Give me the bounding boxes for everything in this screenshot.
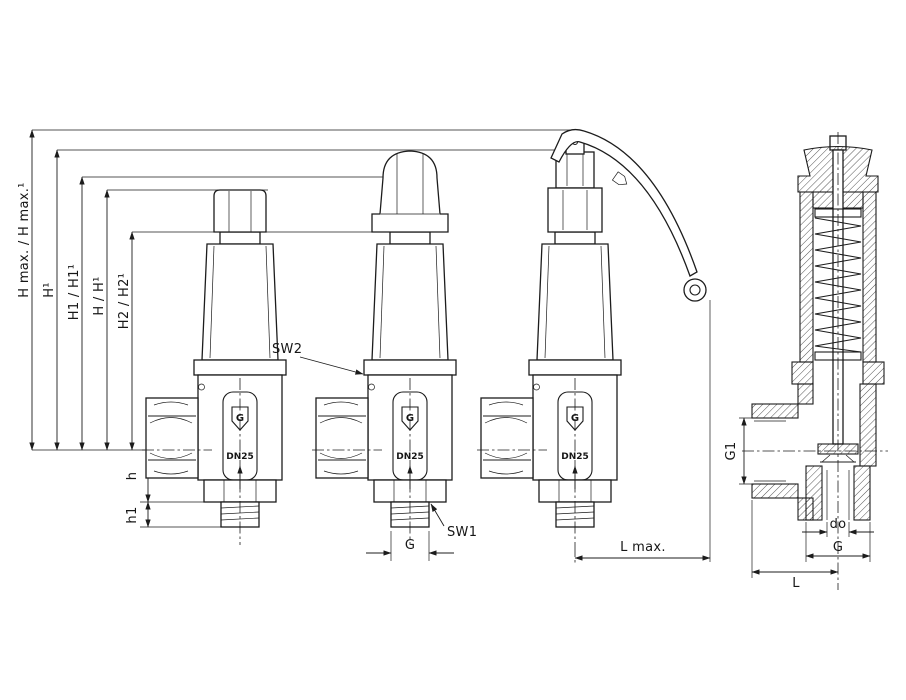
section-wall-left [799, 191, 814, 363]
section-dimensions [739, 417, 874, 578]
dim-label-h2: H2 / H2¹ [117, 273, 132, 329]
dim-label-h-sup: H¹ [42, 282, 57, 298]
valve-view-standard-cap [213, 189, 267, 233]
dim-label-do: do [830, 517, 847, 532]
section-outlet-bottom-wall [751, 483, 799, 499]
dim-label-l-max: L max. [620, 540, 666, 555]
dim-label-h: H / H¹ [92, 276, 107, 315]
dim-label-h1: H1 / H1¹ [67, 264, 82, 320]
dim-label-g1: G1 [724, 442, 739, 461]
section-inlet-right [853, 465, 871, 521]
dim-label-g-section: G [833, 540, 843, 555]
dim-label-h1-small: h1 [125, 506, 140, 523]
valve-view-gastight-cap [371, 150, 449, 233]
sw2-label: SW2 [272, 342, 302, 357]
lever-ring [683, 278, 707, 302]
dim-label-h-max: H max. / H max.¹ [17, 182, 32, 297]
dim-label-g-inlet: G [405, 538, 415, 553]
front-view-dimensions [299, 300, 711, 562]
sw1-leader [430, 503, 445, 527]
sw1-label: SW1 [447, 525, 477, 540]
sw2-leader [299, 356, 364, 375]
dimension-labels: H max. / H max.¹ H¹ H1 / H1¹ H / H¹ H2 /… [17, 182, 846, 591]
lever-shield-mark [611, 171, 628, 186]
section-inlet-left [805, 465, 823, 521]
valve-cross-section [742, 132, 888, 590]
dim-label-l: L [792, 576, 800, 591]
dim-label-h-small: h [125, 472, 140, 481]
valve-view-lifting-lever [547, 128, 707, 563]
lifting-lever [550, 128, 698, 277]
section-wall-right [862, 191, 877, 363]
section-outlet-top-wall [751, 403, 799, 419]
